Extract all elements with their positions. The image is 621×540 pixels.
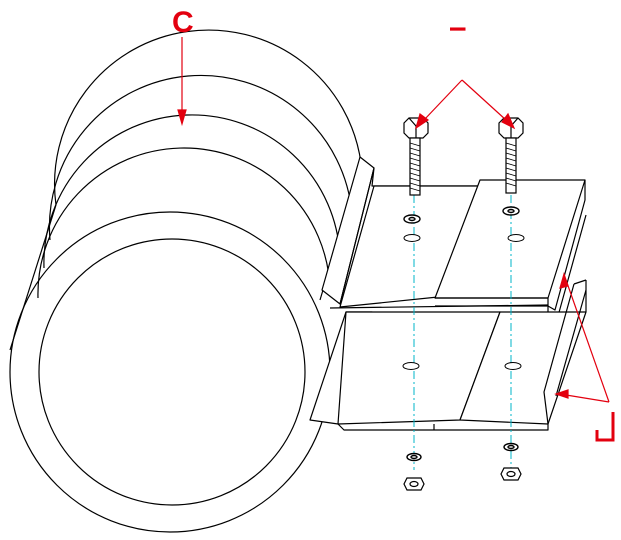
nut-right (500, 467, 522, 481)
nuts (403, 467, 522, 491)
callout-c-label: C (172, 6, 194, 39)
pipe-cylinder (9, 29, 362, 533)
callout-leaders (177, 37, 610, 403)
bolt-left (403, 117, 429, 196)
washers (403, 206, 520, 462)
callout-j-label: J (598, 414, 614, 440)
callout-i-label: I (445, 25, 471, 33)
callout-j-hook (595, 412, 615, 442)
lower-bracket (309, 279, 587, 431)
upper-bracket (321, 156, 587, 325)
nut-left (403, 477, 425, 491)
bolt-holes (402, 234, 525, 370)
fastener-centerlines (413, 195, 512, 470)
